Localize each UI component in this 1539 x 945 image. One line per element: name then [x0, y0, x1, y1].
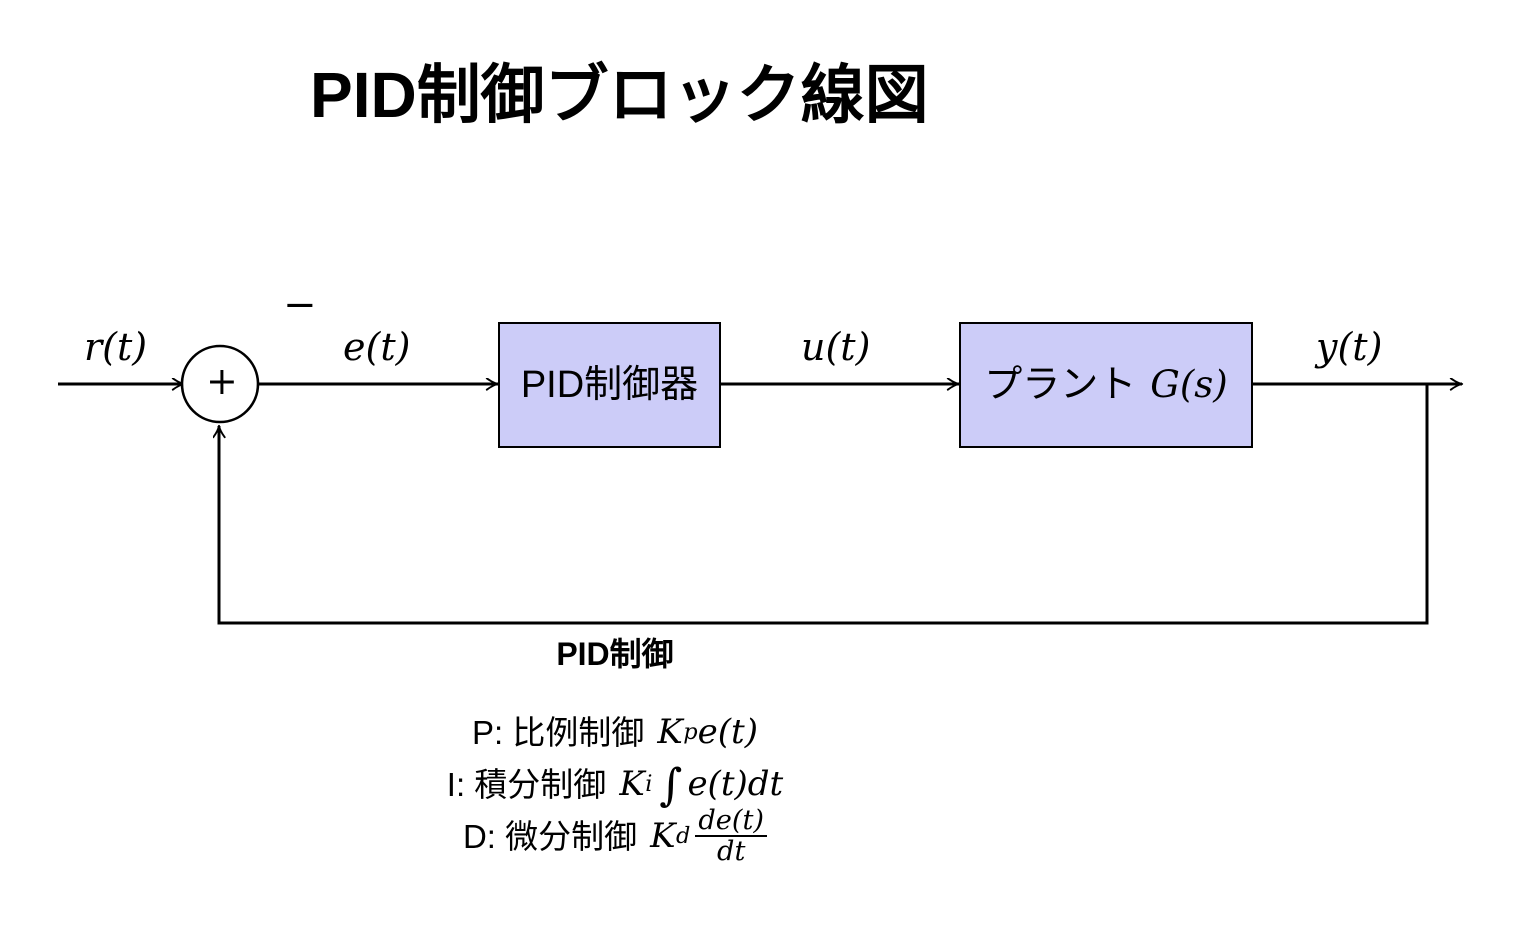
formula-prefix-derivative: D: 微分制御 [462, 817, 638, 855]
gain-subscript-p: p [683, 718, 698, 745]
plant-label-text: プラント [984, 364, 1137, 406]
signal-label-control: u(t) [801, 325, 871, 369]
pid-controller-label: PID制御器 [521, 366, 698, 404]
caption-heading: PID制御 [556, 636, 674, 672]
plant-transfer-function: G(s) [1150, 363, 1228, 406]
signal-label-output: y(t) [1316, 325, 1383, 369]
signal-label-reference: r(t) [84, 325, 148, 369]
pid-controller-label-text: PID制御器 [520, 364, 699, 406]
fraction-bar [695, 835, 768, 837]
summing-junction-minus-sign: − [283, 282, 317, 328]
signal-label-error: e(t) [343, 325, 411, 369]
plant-label: プラント G(s) [984, 366, 1227, 404]
error-term-p: e(t) [697, 712, 758, 752]
wire-feedback-path [219, 384, 1429, 625]
gain-symbol-ki: K [619, 763, 645, 804]
integral-icon: ∫ [659, 759, 683, 811]
pid-controller-block[interactable]: PID制御器 [498, 322, 721, 448]
page-title: PID制御ブロック線図 [310, 59, 929, 131]
formula-prefix-integral: I: 積分制御 [446, 765, 607, 803]
plant-block[interactable]: プラント G(s) [959, 322, 1253, 448]
fraction-numerator: de(t) [698, 804, 765, 836]
summing-junction-plus-sign: + [206, 359, 238, 403]
formula-prefix-proportional: P: 比例制御 [472, 713, 645, 751]
gain-subscript-d: d [676, 822, 691, 849]
gain-symbol-kp: K [657, 712, 683, 752]
derivative-fraction: de(t) dt [695, 804, 768, 867]
error-term-i: e(t)dt [687, 763, 784, 804]
gain-symbol-kd: K [650, 816, 676, 856]
fraction-denominator: dt [717, 836, 746, 867]
gain-subscript-i: i [645, 770, 653, 797]
